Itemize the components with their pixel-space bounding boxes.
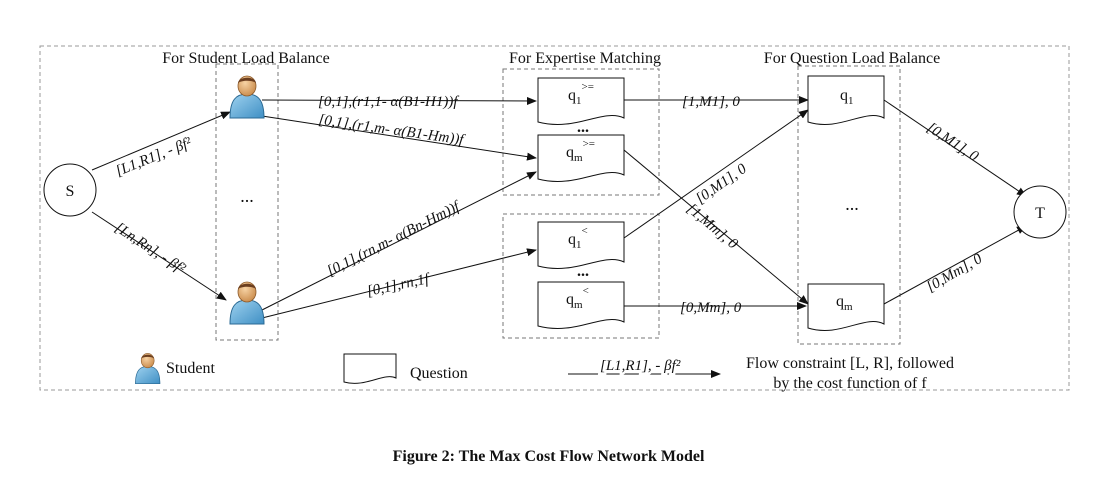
- legend-flow-line2: by the cost function of f: [773, 375, 927, 392]
- legend-question-icon: [343, 353, 397, 384]
- svg-text:q1>=: q1>=: [568, 81, 594, 107]
- legend-question-label: Question: [410, 365, 468, 382]
- svg-text:qm<: qm<: [566, 285, 589, 311]
- student-group-box: [215, 63, 279, 341]
- doc-qm: qm: [807, 283, 885, 331]
- edge-bottom-qmge: [261, 171, 537, 311]
- edge-qmge-qm: [623, 149, 809, 305]
- doc-qm-lt: qm<: [537, 281, 625, 329]
- section-title-student: For Student Load Balance: [162, 50, 330, 67]
- edge-label-qm-t: [0,Mm], 0: [924, 251, 985, 296]
- edge-label-bottom-qmge: [0,1],(rn,m- α(Bn-Hm))f: [325, 198, 464, 279]
- student-icon: [229, 75, 265, 119]
- svg-text:qm: qm: [836, 293, 853, 313]
- figure-caption: Figure 2: The Max Cost Flow Network Mode…: [392, 448, 705, 465]
- doc-q1-lt: q1<: [537, 221, 625, 269]
- edge-qm-t: [883, 225, 1027, 305]
- edge-label-qmlt-qm: [0,Mm], 0: [680, 300, 742, 316]
- edge-label-q1ge-q1: [1,M1], 0: [682, 94, 740, 110]
- edge-s-bottom: [91, 211, 227, 301]
- expertise-bottom-ellipsis: ...: [577, 263, 589, 280]
- edge-s-top: [91, 111, 231, 171]
- sink-node: [1013, 185, 1067, 239]
- edge-q1-t: [883, 99, 1027, 197]
- svg-text:q1<: q1<: [568, 225, 588, 251]
- outer-frame: [39, 45, 1070, 391]
- edge-q1lt-q1: [623, 109, 809, 239]
- edges: [91, 96, 1027, 319]
- legend-student-icon: [135, 353, 161, 385]
- section-title-expertise: For Expertise Matching: [509, 50, 661, 67]
- edge-top-qmge: [261, 115, 537, 161]
- svg-text:q1: q1: [840, 87, 854, 107]
- section-title-question: For Question Load Balance: [764, 50, 940, 67]
- svg-text:qm>=: qm>=: [566, 138, 595, 164]
- edge-label-bottom-q1lt: [0,1],rn,1f: [366, 271, 433, 300]
- edge-bottom-q1lt: [261, 248, 537, 319]
- expertise-lt-group-box: [502, 213, 660, 339]
- edge-label-s-bottom: [Ln,Rn], - βf²: [112, 220, 188, 277]
- edge-label-qmge-qm: [1,Mm], 0: [683, 201, 741, 253]
- source-label: S: [66, 183, 75, 200]
- source-node: [43, 163, 97, 217]
- edge-top-q1ge: [261, 96, 537, 105]
- edge-label-top-qmge: [0,1],(r1,m- α(B1-Hm))f: [317, 112, 466, 148]
- legend-flow-line1: Flow constraint [L, R], followed: [746, 355, 954, 372]
- edge-label-s-top: [L1,R1], - βf²: [114, 135, 195, 180]
- edge-label-q1-t: [0,M1], 0: [924, 120, 982, 165]
- doc-q1: q1: [807, 75, 885, 125]
- sink-label: T: [1035, 205, 1045, 222]
- doc-q1-ge: q1>=: [537, 77, 625, 125]
- edge-label-top-q1ge: [0,1],(r1,1- α(B1-H1))f: [318, 94, 459, 110]
- legend-edge-label: [L1,R1], - βf²: [600, 358, 681, 374]
- expertise-ge-group-box: [502, 68, 660, 196]
- students-ellipsis: ...: [240, 186, 254, 206]
- student-icon: [229, 281, 265, 325]
- expertise-top-ellipsis: ...: [577, 119, 589, 136]
- doc-qm-ge: qm>=: [537, 134, 625, 182]
- legend-student-label: Student: [166, 360, 215, 377]
- legend: Student Question [L1,R1], - βf² Flow con…: [135, 353, 954, 392]
- questions-ellipsis: ...: [845, 194, 859, 214]
- question-group-box: [797, 65, 901, 345]
